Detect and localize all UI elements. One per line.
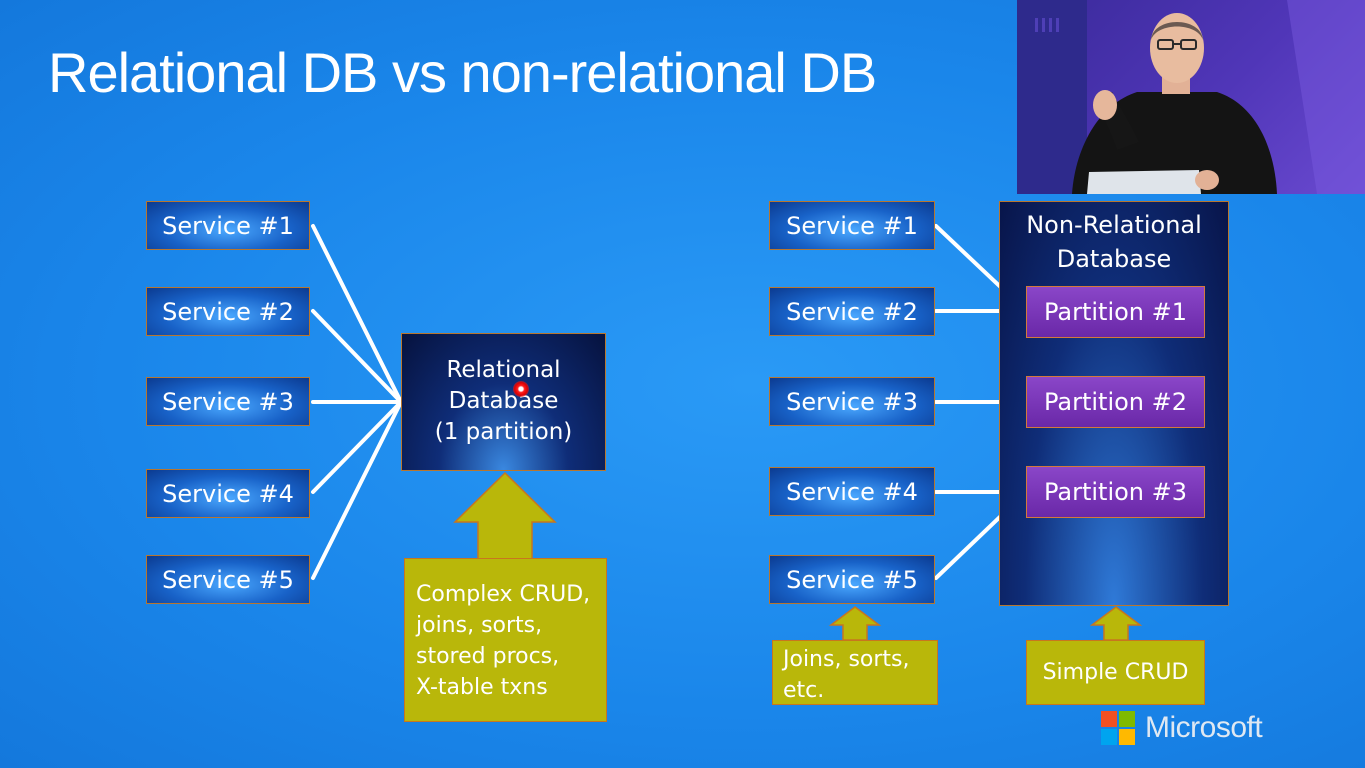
partition-3: Partition #3 bbox=[1026, 466, 1205, 518]
laser-pointer-dot bbox=[513, 381, 529, 397]
logo-square-blue bbox=[1101, 729, 1117, 745]
connector-left-4 bbox=[311, 400, 403, 494]
note-line: joins, sorts, bbox=[416, 613, 543, 638]
left-service-1: Service #1 bbox=[146, 201, 310, 250]
video-backdrop-stripe bbox=[1049, 18, 1052, 32]
logo-square-green bbox=[1119, 711, 1135, 727]
presenter-hair bbox=[1151, 22, 1203, 40]
connector-left-1 bbox=[311, 224, 403, 404]
video-backdrop-panel bbox=[1017, 0, 1087, 194]
note-line: stored procs, bbox=[416, 644, 560, 669]
connector-left-5 bbox=[311, 400, 403, 580]
left-service-2: Service #2 bbox=[146, 287, 310, 336]
microsoft-logo-text: Microsoft bbox=[1145, 711, 1263, 744]
left-service-5: Service #5 bbox=[146, 555, 310, 604]
up-arrow-right-services bbox=[828, 606, 882, 641]
non-relational-service-note: Joins, sorts, etc. bbox=[772, 640, 938, 705]
microsoft-logo-icon bbox=[1101, 711, 1135, 745]
presenter-hand bbox=[1093, 90, 1117, 120]
video-backdrop-stripe bbox=[1042, 18, 1045, 32]
right-service-2: Service #2 bbox=[769, 287, 935, 336]
right-service-4: Service #4 bbox=[769, 467, 935, 516]
relational-db-line-2: Database bbox=[448, 388, 559, 414]
presenter-head bbox=[1150, 13, 1204, 83]
partition-2: Partition #2 bbox=[1026, 376, 1205, 428]
relational-database-box: Relational Database (1 partition) bbox=[401, 333, 606, 471]
non-relational-db-note: Simple CRUD bbox=[1026, 640, 1205, 705]
non-relational-db-line-1: Non-Relational bbox=[1026, 211, 1202, 239]
connector-left-2 bbox=[311, 309, 403, 404]
presenter-figure bbox=[1017, 0, 1365, 194]
relational-db-line-1: Relational bbox=[446, 357, 561, 383]
relational-db-line-3: (1 partition) bbox=[434, 419, 573, 445]
right-service-3: Service #3 bbox=[769, 377, 935, 426]
partition-1: Partition #1 bbox=[1026, 286, 1205, 338]
non-relational-db-line-2: Database bbox=[1056, 245, 1172, 273]
presenter-hand bbox=[1195, 170, 1219, 190]
video-backdrop-stripe bbox=[1035, 18, 1038, 32]
note-line: X-table txns bbox=[416, 675, 548, 700]
note-line: Joins, sorts, bbox=[783, 647, 910, 672]
slide-title: Relational DB vs non-relational DB bbox=[48, 41, 877, 104]
up-arrow-right-db bbox=[1089, 606, 1143, 641]
logo-square-red bbox=[1101, 711, 1117, 727]
note-line: etc. bbox=[783, 678, 825, 703]
logo-square-yellow bbox=[1119, 729, 1135, 745]
video-backdrop-stripe bbox=[1056, 18, 1059, 32]
presenter-video bbox=[1017, 0, 1365, 194]
note-line: Complex CRUD, bbox=[416, 582, 591, 607]
video-backdrop-shape bbox=[1287, 0, 1365, 194]
right-service-1: Service #1 bbox=[769, 201, 935, 250]
microsoft-logo: Microsoft bbox=[1101, 711, 1263, 745]
left-service-3: Service #3 bbox=[146, 377, 310, 426]
relational-db-note: Complex CRUD, joins, sorts, stored procs… bbox=[404, 558, 607, 722]
right-service-5: Service #5 bbox=[769, 555, 935, 604]
left-service-4: Service #4 bbox=[146, 469, 310, 518]
up-arrow-left bbox=[453, 471, 557, 561]
laptop bbox=[1087, 170, 1201, 194]
